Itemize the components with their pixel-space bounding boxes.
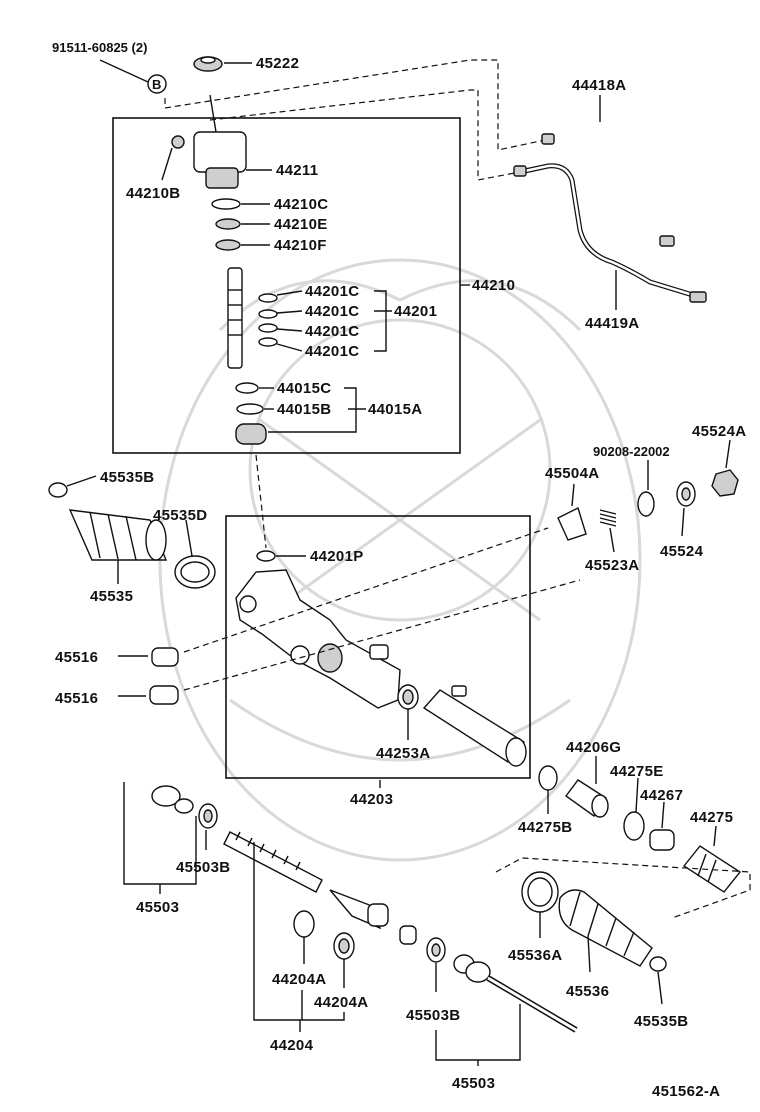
part-44211-housing[interactable] [193,94,272,189]
part-45523A-spring[interactable] [599,509,617,553]
part-45535D-clamp[interactable] [174,519,216,589]
footer-code: 451562-A [652,1083,720,1100]
label-44201C-3: 44201C [305,323,359,340]
label-44267: 44267 [640,787,683,804]
label-44015B: 44015B [277,401,331,418]
part-45503-tie-rod-left[interactable] [55,732,194,814]
label-45535B-bottom: 45535B [634,1013,688,1030]
label-45503B-left: 45503B [176,859,230,876]
part-44206G-bushing[interactable] [565,756,609,818]
label-45535D: 45535D [153,507,207,524]
part-45524A-locknut[interactable] [711,439,739,497]
label-90208: 90208-22002 [593,444,670,459]
watermark-emblem [158,258,642,862]
part-44419A-pipe[interactable] [513,163,707,310]
part-45535-boot[interactable] [68,509,168,584]
part-44204A-seal-2[interactable] [333,932,355,988]
part-45516-bushing-1[interactable] [118,647,179,667]
label-44418A: 44418A [572,77,626,94]
bolt-ref-code: 91511-60825 (2) [52,40,147,55]
part-44418A-pipe[interactable] [541,95,675,247]
bolt-ref-group: 91511-60825 (2) B [52,40,546,181]
label-44015A: 44015A [368,401,422,418]
part-44015-bearing-set[interactable] [235,382,274,445]
part-45535B-clamp-top[interactable] [48,475,97,498]
label-44203: 44203 [350,791,393,808]
part-44201-valve-shaft[interactable] [227,267,243,369]
label-45503B-bottom: 45503B [406,1007,460,1024]
label-44201: 44201 [394,303,437,320]
label-44275: 44275 [690,809,733,826]
label-45516-1: 45516 [55,649,98,666]
label-45504A: 45504A [545,465,599,482]
part-45516-bushing-2[interactable] [118,685,179,705]
label-44253A: 44253A [376,745,430,762]
part-44275E-ring[interactable] [623,777,645,841]
rack-housing-box [225,515,531,779]
part-44210E-seal[interactable] [215,218,270,230]
bolt-ref-marker: B [152,77,161,92]
label-44206G: 44206G [566,739,621,756]
label-44210: 44210 [472,277,515,294]
label-44201C-2: 44201C [305,303,359,320]
label-45524: 45524 [660,543,704,560]
part-44275-bushing[interactable] [682,825,742,893]
part-44201P-plug[interactable] [256,550,306,562]
part-45536-boot[interactable] [558,889,653,973]
part-45503B-nut-left[interactable] [198,803,218,850]
label-44419A: 44419A [585,315,639,332]
label-44204: 44204 [270,1037,314,1054]
part-90208-washer[interactable] [637,460,655,517]
part-cylinder-tube[interactable] [422,685,527,767]
b-marker-icon [147,74,167,94]
label-45536A: 45536A [508,947,562,964]
label-44210B: 44210B [126,185,180,202]
part-45535B-clamp-bottom[interactable] [649,956,667,1005]
label-45222: 45222 [256,55,299,72]
part-44253A-seal[interactable] [397,684,419,740]
part-44204A-ring-1[interactable] [293,910,315,964]
label-44204A-2: 44204A [314,994,368,1011]
label-44201C-1: 44201C [305,283,359,300]
label-44210E: 44210E [274,216,328,233]
label-45503-bottom: 45503 [452,1075,495,1092]
label-45524A: 45524A [692,423,746,440]
label-45535B-top: 45535B [100,469,154,486]
label-45503-left: 45503 [136,899,179,916]
part-44203-housing[interactable] [235,569,401,709]
label-44201C-4: 44201C [305,343,359,360]
label-44210C: 44210C [274,196,328,213]
part-44204-rack[interactable] [223,831,417,945]
label-45536: 45536 [566,983,609,1000]
label-44201P: 44201P [310,548,364,565]
part-44275B-seal[interactable] [538,765,558,814]
part-45503B-nut-bottom[interactable] [426,937,446,992]
part-45524-plug[interactable] [676,481,696,537]
part-44201C-rings[interactable] [258,290,303,352]
part-45503-tie-rod-right[interactable] [453,954,578,1033]
part-44267-stopper[interactable] [649,801,675,851]
label-44211: 44211 [276,162,318,179]
label-45516-2: 45516 [55,690,98,707]
label-45523A: 45523A [585,557,639,574]
label-44275B: 44275B [518,819,572,836]
label-45535: 45535 [90,588,133,605]
label-44275E: 44275E [610,763,664,780]
label-44210F: 44210F [274,237,327,254]
part-44210B-nut[interactable] [161,135,185,181]
part-45222-cap[interactable] [193,56,252,72]
label-44015C: 44015C [277,380,331,397]
part-44210F-seal[interactable] [215,239,270,251]
label-44204A-1: 44204A [272,971,326,988]
part-45536A-clamp[interactable] [521,871,559,938]
part-45504A-guide[interactable] [557,483,587,541]
part-44210C-ring[interactable] [211,198,270,210]
